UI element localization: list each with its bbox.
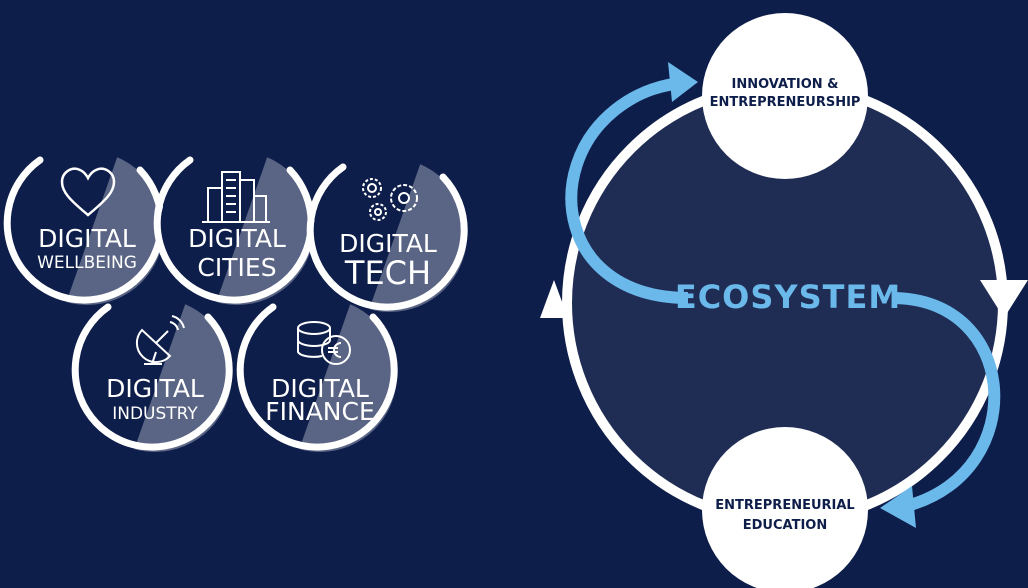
gears-icon bbox=[362, 178, 418, 221]
flow-arrow-up bbox=[565, 76, 691, 304]
ecosystem-label: ECOSYSTEM bbox=[675, 278, 901, 316]
node-education-line1: ENTREPRENEURIAL bbox=[715, 498, 854, 513]
node-education-line2: EDUCATION bbox=[743, 518, 827, 533]
down-arrow-icon bbox=[980, 280, 1028, 318]
topic-bubble-tech: DIGITAL TECH bbox=[306, 158, 468, 312]
node-innovation-line2: ENTREPRENEURSHIP bbox=[710, 95, 861, 110]
topic-bubble-industry: DIGITAL INDUSTRY bbox=[71, 298, 233, 452]
topic-wellbeing-line1: DIGITAL bbox=[38, 224, 136, 253]
topic-industry-line2: INDUSTRY bbox=[112, 404, 198, 424]
flow-arrow-down bbox=[891, 292, 1001, 511]
topic-wellbeing-line2: WELLBEING bbox=[37, 253, 137, 273]
arrowhead-down-icon bbox=[880, 486, 916, 528]
up-arrow-icon bbox=[540, 280, 568, 318]
ecosystem-cycle: ECOSYSTEM INNOVATION & ENTREPRENEURSHIP … bbox=[540, 13, 1028, 588]
topic-tech-line1: DIGITAL bbox=[339, 229, 437, 258]
topic-cities-line2: CITIES bbox=[197, 253, 276, 282]
node-innovation-line1: INNOVATION & bbox=[731, 77, 838, 92]
heart-icon bbox=[60, 167, 116, 217]
satellite-dish-icon bbox=[135, 315, 185, 365]
topic-finance-line1: DIGITAL bbox=[271, 374, 369, 403]
topic-cities-line1: DIGITAL bbox=[188, 224, 286, 253]
arrowhead-up-icon bbox=[668, 62, 698, 102]
topic-tech-line2: TECH bbox=[344, 254, 431, 292]
node-education: ENTREPRENEURIAL EDUCATION bbox=[702, 427, 868, 588]
buildings-icon bbox=[202, 171, 270, 223]
topic-finance-line2: FINANCE bbox=[265, 397, 375, 426]
node-innovation: INNOVATION & ENTREPRENEURSHIP bbox=[702, 13, 868, 179]
euro-coins-icon bbox=[297, 321, 351, 365]
topic-industry-line1: DIGITAL bbox=[106, 374, 204, 403]
